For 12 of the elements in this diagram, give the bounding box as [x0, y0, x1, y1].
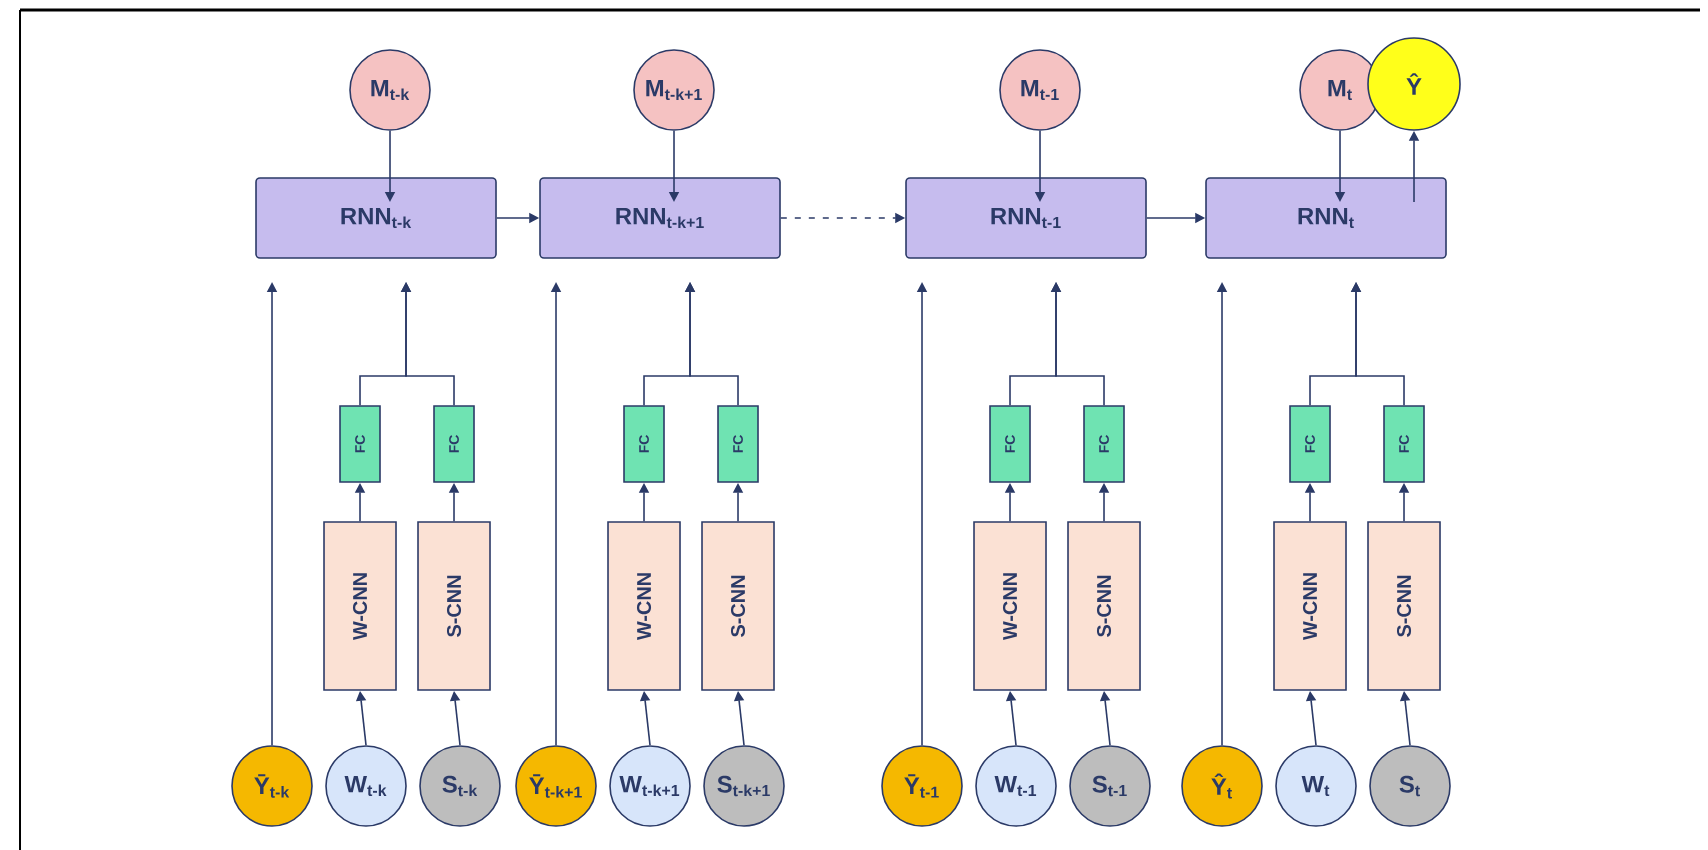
rnn-box: RNN$_{t-1}$ — [905, 177, 1147, 259]
cnn-box: W-CNN — [973, 521, 1047, 691]
cnn-box: S-CNN — [1367, 521, 1441, 691]
rnn-box: RNN$_{t-k+1}$ — [539, 177, 781, 259]
cnn-box: S-CNN — [417, 521, 491, 691]
rnn-box: RNN$_{t-k}$ — [255, 177, 497, 259]
cnn-box: W-CNN — [1273, 521, 1347, 691]
cnn-box: W-CNN — [323, 521, 397, 691]
rnn-box: RNN$_{t}$ — [1205, 177, 1447, 259]
cnn-box: W-CNN — [607, 521, 681, 691]
cnn-box: S-CNN — [1067, 521, 1141, 691]
cnn-box: S-CNN — [701, 521, 775, 691]
